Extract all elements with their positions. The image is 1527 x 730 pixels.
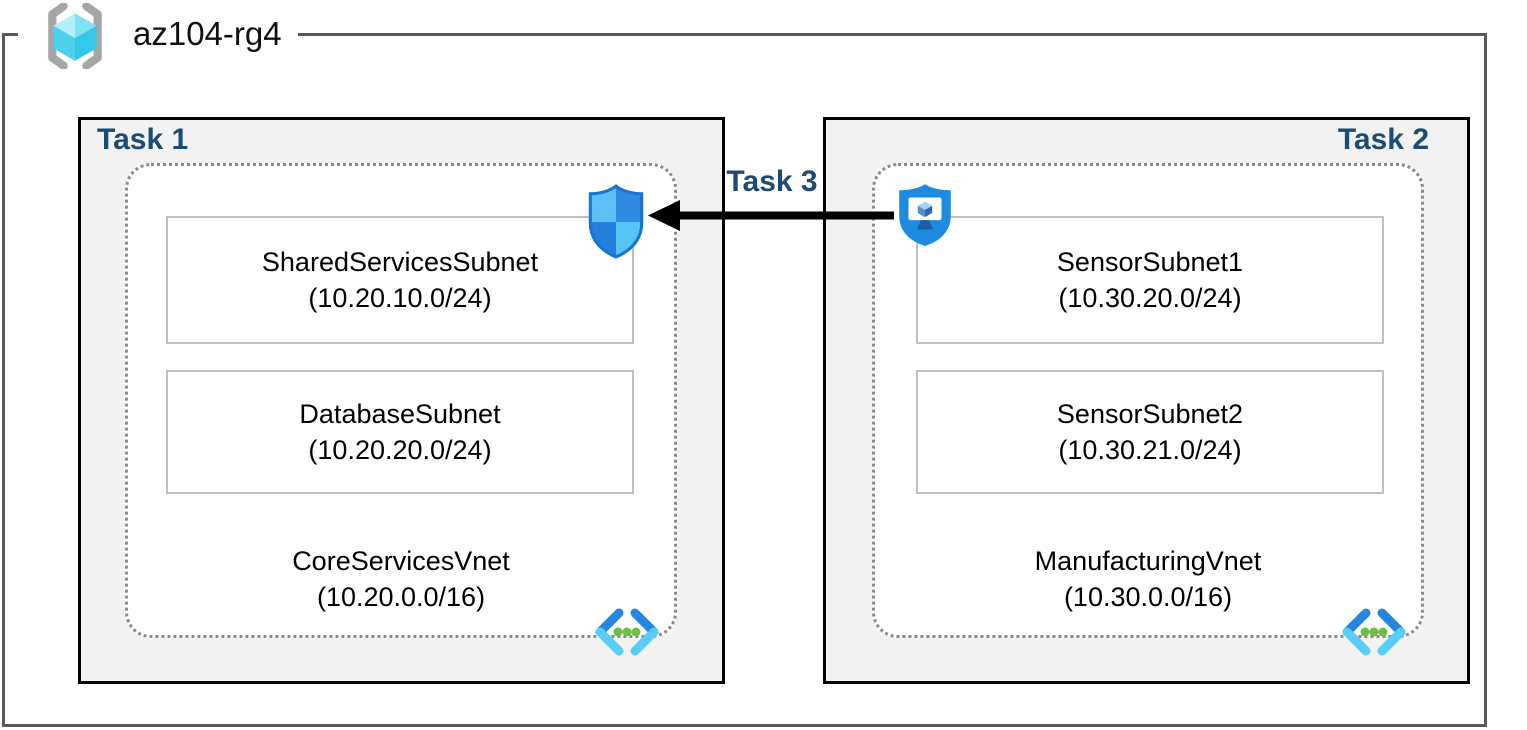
vnet-name: ManufacturingVnet	[1034, 546, 1262, 576]
subnet-cidr: (10.20.20.0/24)	[308, 435, 492, 465]
task2-box: Task 2 SensorSubnet1 (10.30.20.0/24) Sen…	[823, 117, 1470, 684]
vnet-cidr: (10.30.0.0/16)	[1063, 582, 1233, 612]
resource-group-boundary	[2, 33, 1487, 727]
subnet-box-sensorsubnet2: SensorSubnet2 (10.30.21.0/24)	[916, 370, 1384, 494]
peering-arrow	[648, 200, 894, 231]
vnet-boundary-coreservicesvnet: SharedServicesSubnet (10.20.10.0/24) Dat…	[125, 163, 677, 656]
virtual-network-icon	[593, 608, 661, 656]
resource-group-icon	[40, 3, 110, 69]
task1-box: Task 1 SharedServicesSubnet (10.20.10.0/…	[78, 117, 725, 684]
subnet-name: SensorSubnet2	[1056, 399, 1244, 429]
subnet-box-databasesubnet: DatabaseSubnet (10.20.20.0/24)	[166, 370, 634, 494]
resource-group-label: az104-rg4	[133, 15, 282, 52]
subnet-box-sharedservicessubnet: SharedServicesSubnet (10.20.10.0/24)	[166, 216, 634, 344]
task1-label: Task 1	[97, 123, 189, 156]
subnet-name: DatabaseSubnet	[299, 399, 501, 429]
vnet-label-coreservicesvnet: CoreServicesVnet (10.20.0.0/16)	[128, 543, 674, 615]
bastion-shielded-monitor-icon	[895, 182, 955, 248]
subnet-name: SensorSubnet1	[1056, 247, 1244, 277]
vnet-cidr: (10.20.0.0/16)	[316, 582, 486, 612]
vnet-name: CoreServicesVnet	[292, 546, 510, 576]
task3-label: Task 3	[726, 165, 818, 198]
task2-label: Task 2	[1337, 123, 1429, 156]
subnet-cidr: (10.20.10.0/24)	[308, 283, 492, 313]
subnet-name: SharedServicesSubnet	[261, 247, 539, 277]
subnet-box-sensorsubnet1: SensorSubnet1 (10.30.20.0/24)	[916, 216, 1384, 344]
network-security-shield-icon	[586, 184, 646, 259]
subnet-cidr: (10.30.20.0/24)	[1058, 283, 1242, 313]
vnet-boundary-manufacturingvnet: SensorSubnet1 (10.30.20.0/24) SensorSubn…	[872, 163, 1424, 656]
virtual-network-icon	[1340, 608, 1408, 656]
vnet-label-manufacturingvnet: ManufacturingVnet (10.30.0.0/16)	[875, 543, 1421, 615]
subnet-cidr: (10.30.21.0/24)	[1058, 435, 1242, 465]
